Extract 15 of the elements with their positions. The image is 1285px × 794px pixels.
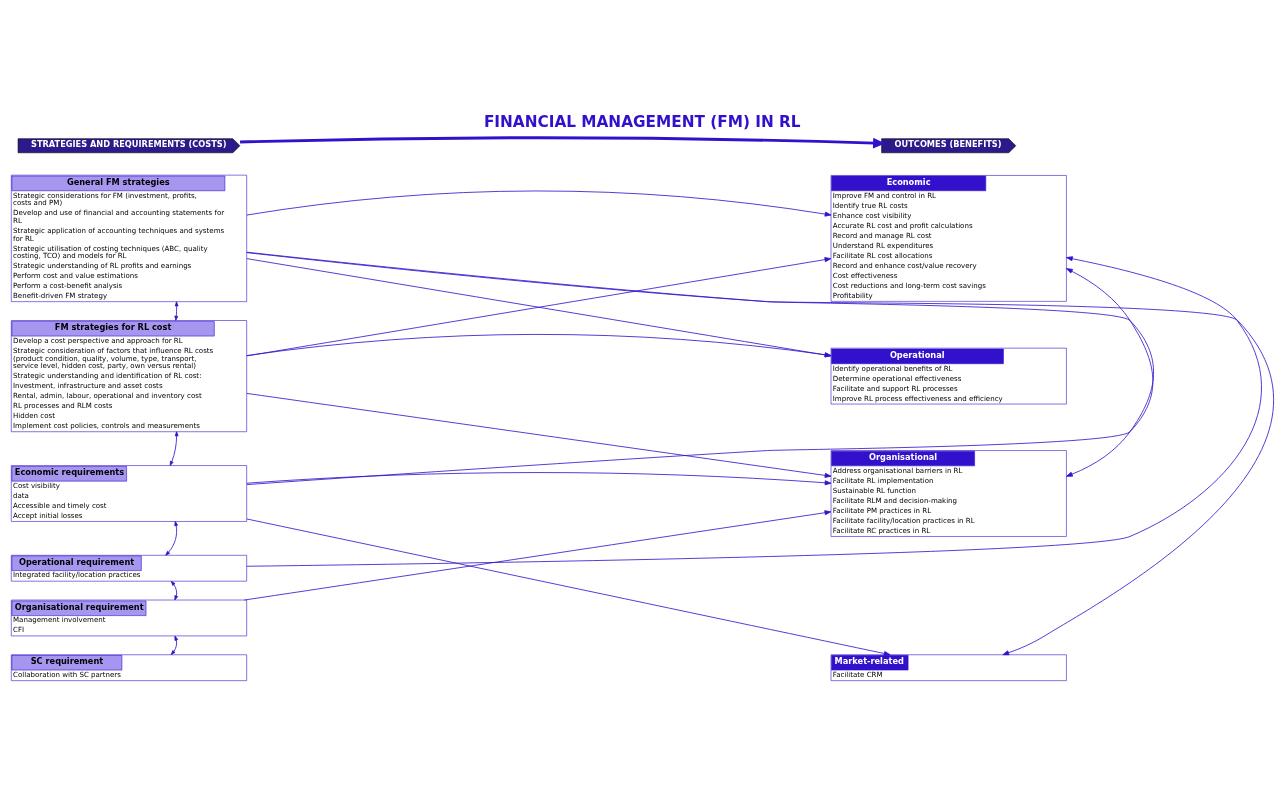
arrow bbox=[244, 510, 832, 601]
arrow bbox=[174, 301, 179, 321]
arrow bbox=[246, 472, 832, 486]
arrow bbox=[246, 190, 832, 217]
diagram-title: FINANCIAL MANAGEMENT (FM) IN RL bbox=[483, 113, 801, 132]
arrow bbox=[246, 393, 832, 478]
arrow bbox=[170, 635, 179, 656]
arrow bbox=[246, 252, 1274, 656]
arrow bbox=[170, 580, 179, 601]
arrow bbox=[169, 431, 179, 466]
arrow bbox=[246, 334, 832, 358]
arrow bbox=[240, 136, 886, 149]
arrow bbox=[165, 521, 178, 556]
arrow bbox=[246, 256, 1262, 567]
arrow bbox=[246, 518, 891, 656]
